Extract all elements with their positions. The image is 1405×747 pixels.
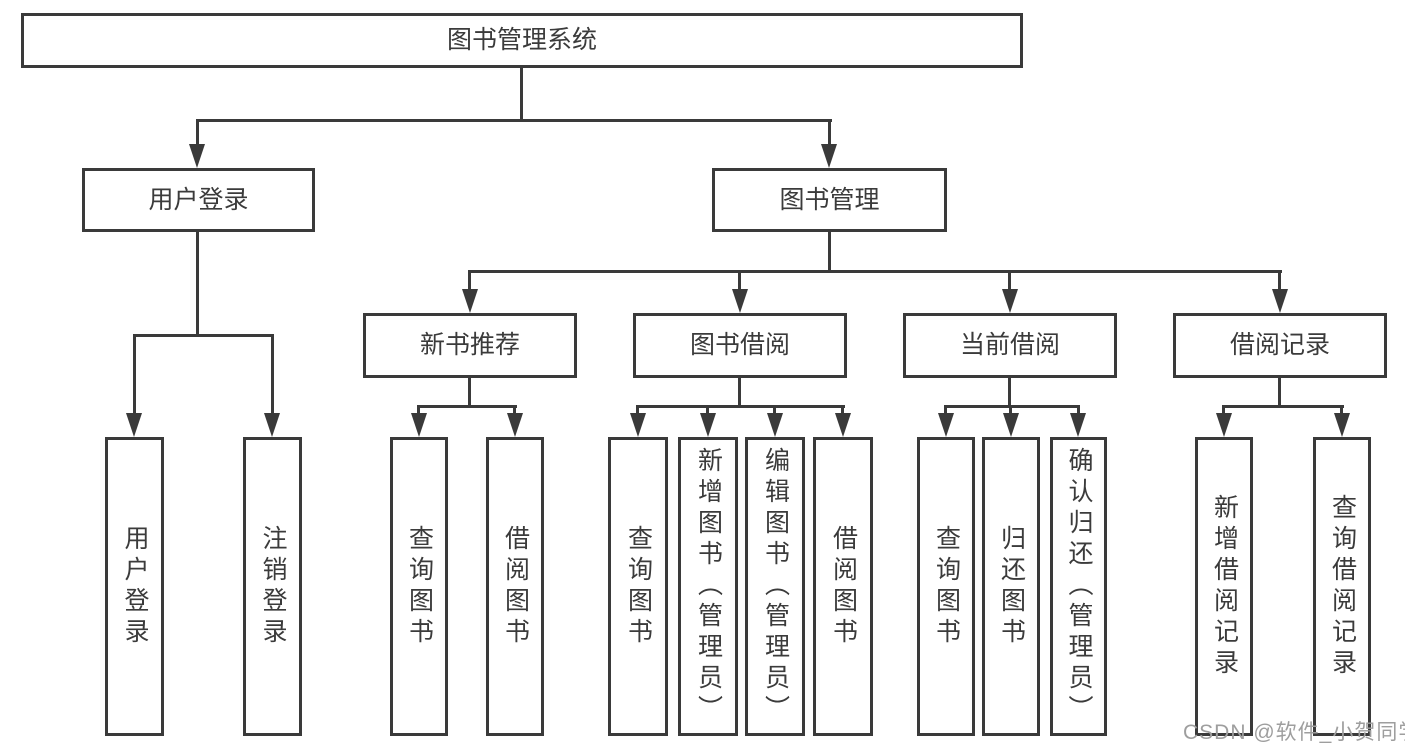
leaf-logout: 注销登录 — [243, 437, 302, 736]
node-label: 图书管理系统 — [446, 26, 597, 54]
connector-drop — [773, 405, 776, 417]
connector-stub — [738, 378, 741, 407]
leaf-label: 查询图书 — [405, 524, 434, 649]
connector-root-stub — [520, 66, 523, 122]
leaf-query-borrow-record: 查询借阅记录 — [1313, 437, 1371, 736]
connector-drop — [468, 270, 471, 291]
connector-drop — [133, 334, 136, 415]
node-new-book-recommendation: 新书推荐 — [363, 313, 577, 378]
leaf-label: 借阅图书 — [501, 524, 530, 649]
connector-split — [417, 405, 517, 408]
connector-drop — [738, 270, 741, 291]
connector-drop — [944, 405, 947, 417]
leaf-label: 注销登录 — [259, 524, 287, 649]
leaf-label: 借阅图书 — [829, 524, 858, 649]
arrow-down-icon — [126, 413, 142, 437]
connector-user-login-split — [133, 334, 274, 337]
leaf-add-book-admin: 新增图书（管理员） — [678, 437, 738, 736]
arrow-down-icon — [1272, 289, 1288, 313]
arrow-down-icon — [1070, 413, 1086, 437]
connector-drop — [706, 405, 709, 417]
arrow-down-icon — [462, 289, 478, 313]
leaf-label: 用户登录 — [121, 524, 149, 649]
connector-drop — [636, 405, 639, 417]
arrow-down-icon — [1003, 413, 1019, 437]
arrow-down-icon — [411, 413, 427, 437]
connector-book-management-stub — [828, 232, 831, 273]
arrow-down-icon — [189, 144, 205, 168]
leaf-return-books: 归还图书 — [982, 437, 1040, 736]
leaf-label: 编辑图书（管理员） — [761, 447, 790, 726]
connector-drop — [1077, 405, 1080, 417]
connector-drop-book-management — [828, 119, 831, 146]
arrow-down-icon — [700, 413, 716, 437]
leaf-label: 查询借阅记录 — [1328, 493, 1357, 680]
connector-level3-split — [468, 270, 1282, 273]
leaf-query-books: 查询图书 — [608, 437, 668, 736]
arrow-down-icon — [732, 289, 748, 313]
leaf-add-borrow-record: 新增借阅记录 — [1195, 437, 1253, 736]
arrow-down-icon — [1334, 413, 1350, 437]
node-user-login: 用户登录 — [82, 168, 315, 232]
arrow-down-icon — [630, 413, 646, 437]
node-label: 图书借阅 — [689, 331, 790, 359]
arrow-down-icon — [264, 413, 280, 437]
arrow-down-icon — [507, 413, 523, 437]
leaf-borrow-books: 借阅图书 — [813, 437, 873, 736]
arrow-down-icon — [938, 413, 954, 437]
connector-drop — [513, 405, 516, 417]
connector-drop — [1009, 405, 1012, 417]
connector-split — [636, 405, 845, 408]
leaf-user-login: 用户登录 — [105, 437, 164, 736]
watermark: CSDN @软件_小贺同学 — [1183, 721, 1405, 744]
connector-drop — [1008, 270, 1011, 291]
node-label: 用户登录 — [148, 185, 249, 214]
leaf-label: 归还图书 — [997, 524, 1026, 649]
connector-split — [944, 405, 1080, 408]
connector-drop-user-login — [196, 119, 199, 146]
arrow-down-icon — [1002, 289, 1018, 313]
node-borrowing-records: 借阅记录 — [1173, 313, 1387, 378]
connector-stub — [1278, 378, 1281, 407]
arrow-down-icon — [767, 413, 783, 437]
connector-drop — [417, 405, 420, 417]
node-current-borrowing: 当前借阅 — [903, 313, 1117, 378]
connector-stub — [1008, 378, 1011, 407]
connector-split — [1222, 405, 1344, 408]
node-library-management-system: 图书管理系统 — [21, 13, 1023, 68]
leaf-confirm-return-admin: 确认归还（管理员） — [1050, 437, 1107, 736]
leaf-borrow-books: 借阅图书 — [486, 437, 544, 736]
leaf-label: 查询图书 — [624, 524, 653, 649]
connector-drop — [271, 334, 274, 415]
connector-level2-split — [196, 119, 832, 122]
connector-drop — [1278, 270, 1281, 291]
leaf-label: 新增图书（管理员） — [694, 447, 723, 726]
arrow-down-icon — [835, 413, 851, 437]
connector-drop — [841, 405, 844, 417]
node-label: 借阅记录 — [1229, 331, 1330, 359]
connector-user-login-stub — [196, 232, 199, 336]
leaf-label: 确认归还（管理员） — [1065, 447, 1093, 726]
arrow-down-icon — [1216, 413, 1232, 437]
leaf-label: 查询图书 — [932, 524, 961, 649]
node-label: 图书管理 — [779, 185, 880, 214]
leaf-label: 新增借阅记录 — [1210, 493, 1239, 680]
connector-drop — [1222, 405, 1225, 417]
leaf-query-books: 查询图书 — [390, 437, 448, 736]
arrow-down-icon — [821, 144, 837, 168]
leaf-query-books: 查询图书 — [917, 437, 975, 736]
node-label: 当前借阅 — [959, 331, 1060, 359]
connector-stub — [468, 378, 471, 407]
connector-drop — [1340, 405, 1343, 417]
leaf-edit-book-admin: 编辑图书（管理员） — [745, 437, 805, 736]
node-book-borrowing: 图书借阅 — [633, 313, 847, 378]
node-book-management: 图书管理 — [712, 168, 947, 232]
node-label: 新书推荐 — [419, 331, 520, 359]
